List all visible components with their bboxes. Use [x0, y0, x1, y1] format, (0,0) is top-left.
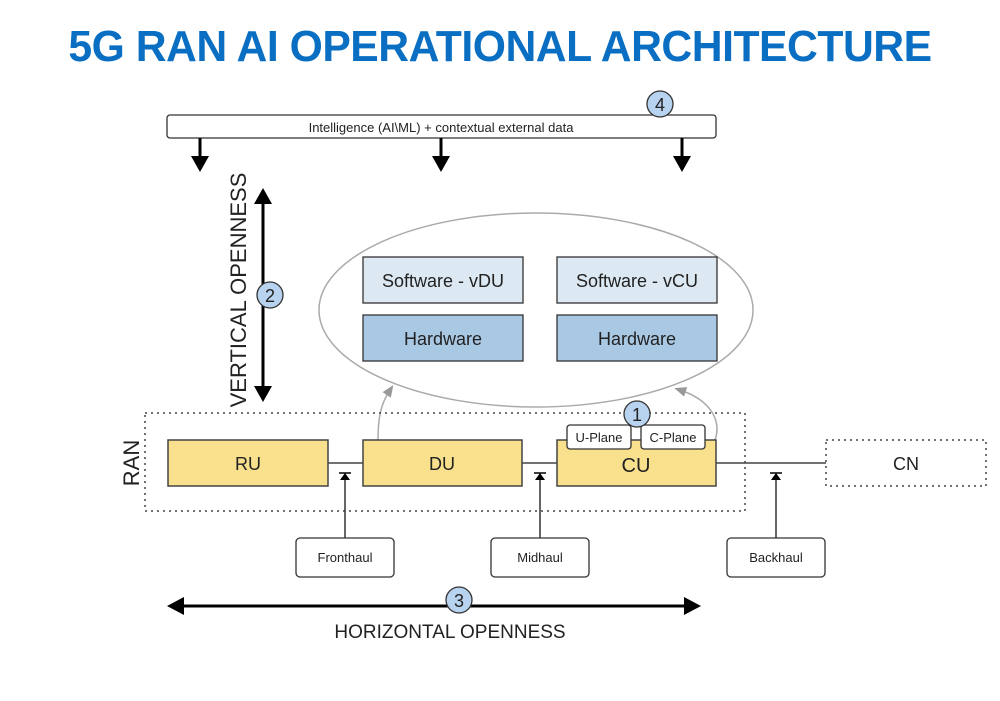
fronthaul-label: Fronthaul: [318, 550, 373, 565]
badge-1-label: 1: [632, 405, 642, 425]
ru-label: RU: [235, 454, 261, 474]
cu-hardware-label: Hardware: [598, 329, 676, 349]
badge-1-circle: [623, 400, 651, 428]
du-node: [362, 439, 523, 487]
backhaul-label: Backhaul: [749, 550, 803, 565]
badge-4: 4: [646, 90, 674, 118]
c-plane-box: [640, 424, 706, 450]
ru-node: [167, 439, 329, 487]
badge-2: 2: [256, 281, 284, 309]
vertical-openness: VERTICAL OPENNESS 2: [226, 173, 284, 408]
virtualization-ellipse: [318, 212, 754, 408]
cn-label: CN: [893, 454, 919, 474]
du-hardware-box: [362, 314, 524, 362]
intelligence-bar: Intelligence (AI\ML) + contextual extern…: [166, 90, 717, 172]
vertical-openness-label: VERTICAL OPENNESS: [226, 173, 251, 408]
cn-node: [825, 439, 987, 487]
badge-1: 1: [623, 400, 651, 428]
cu-label: CU: [622, 455, 651, 477]
badge-3-circle: [445, 586, 473, 614]
fronthaul: Fronthaul: [295, 472, 395, 578]
du-software-box: [362, 256, 524, 304]
midhaul-label: Midhaul: [517, 550, 563, 565]
down-arrow-right-icon: [673, 138, 691, 172]
backhaul: Backhaul: [726, 472, 826, 578]
ran-boundary: [144, 412, 746, 512]
virtualization-group: Software - vDU Hardware Software - vCU H…: [318, 212, 754, 441]
midhaul-box: [490, 537, 590, 578]
cu-software-box: [556, 256, 718, 304]
intelligence-label: Intelligence (AI\ML) + contextual extern…: [309, 120, 575, 135]
ran-label: RAN: [119, 440, 144, 486]
du-label: DU: [429, 454, 455, 474]
badge-4-circle: [646, 90, 674, 118]
backhaul-arrow-icon: [771, 473, 781, 480]
badge-2-label: 2: [265, 286, 275, 306]
cu-virtualize-arrow-icon: [674, 387, 718, 441]
page-title: 5G RAN AI OPERATIONAL ARCHITECTURE: [68, 22, 932, 71]
fronthaul-box: [295, 537, 395, 578]
u-plane-label: U-Plane: [576, 430, 623, 445]
cu-hardware-box: [556, 314, 718, 362]
du-software-label: Software - vDU: [382, 271, 504, 291]
fronthaul-arrow-icon: [340, 473, 350, 480]
c-plane-label: C-Plane: [650, 430, 697, 445]
u-plane-box: [566, 424, 632, 450]
badge-3: 3: [445, 586, 473, 614]
badge-2-circle: [256, 281, 284, 309]
midhaul: Midhaul: [490, 472, 590, 578]
ran-region: RAN RU DU CU U-Plane C-Plane 1: [119, 400, 826, 512]
du-hardware-label: Hardware: [404, 329, 482, 349]
cu-software-label: Software - vCU: [576, 271, 698, 291]
horizontal-openness-label: HORIZONTAL OPENNESS: [334, 622, 565, 643]
du-virtualize-arrow-icon: [377, 385, 394, 441]
midhaul-arrow-icon: [535, 473, 545, 480]
down-arrow-left-icon: [191, 138, 209, 172]
badge-4-label: 4: [655, 95, 665, 115]
down-arrow-center-icon: [432, 138, 450, 172]
badge-3-label: 3: [454, 591, 464, 611]
horizontal-openness: 3 HORIZONTAL OPENNESS: [167, 586, 701, 643]
horizontal-double-arrow-icon: [167, 597, 701, 615]
backhaul-box: [726, 537, 826, 578]
